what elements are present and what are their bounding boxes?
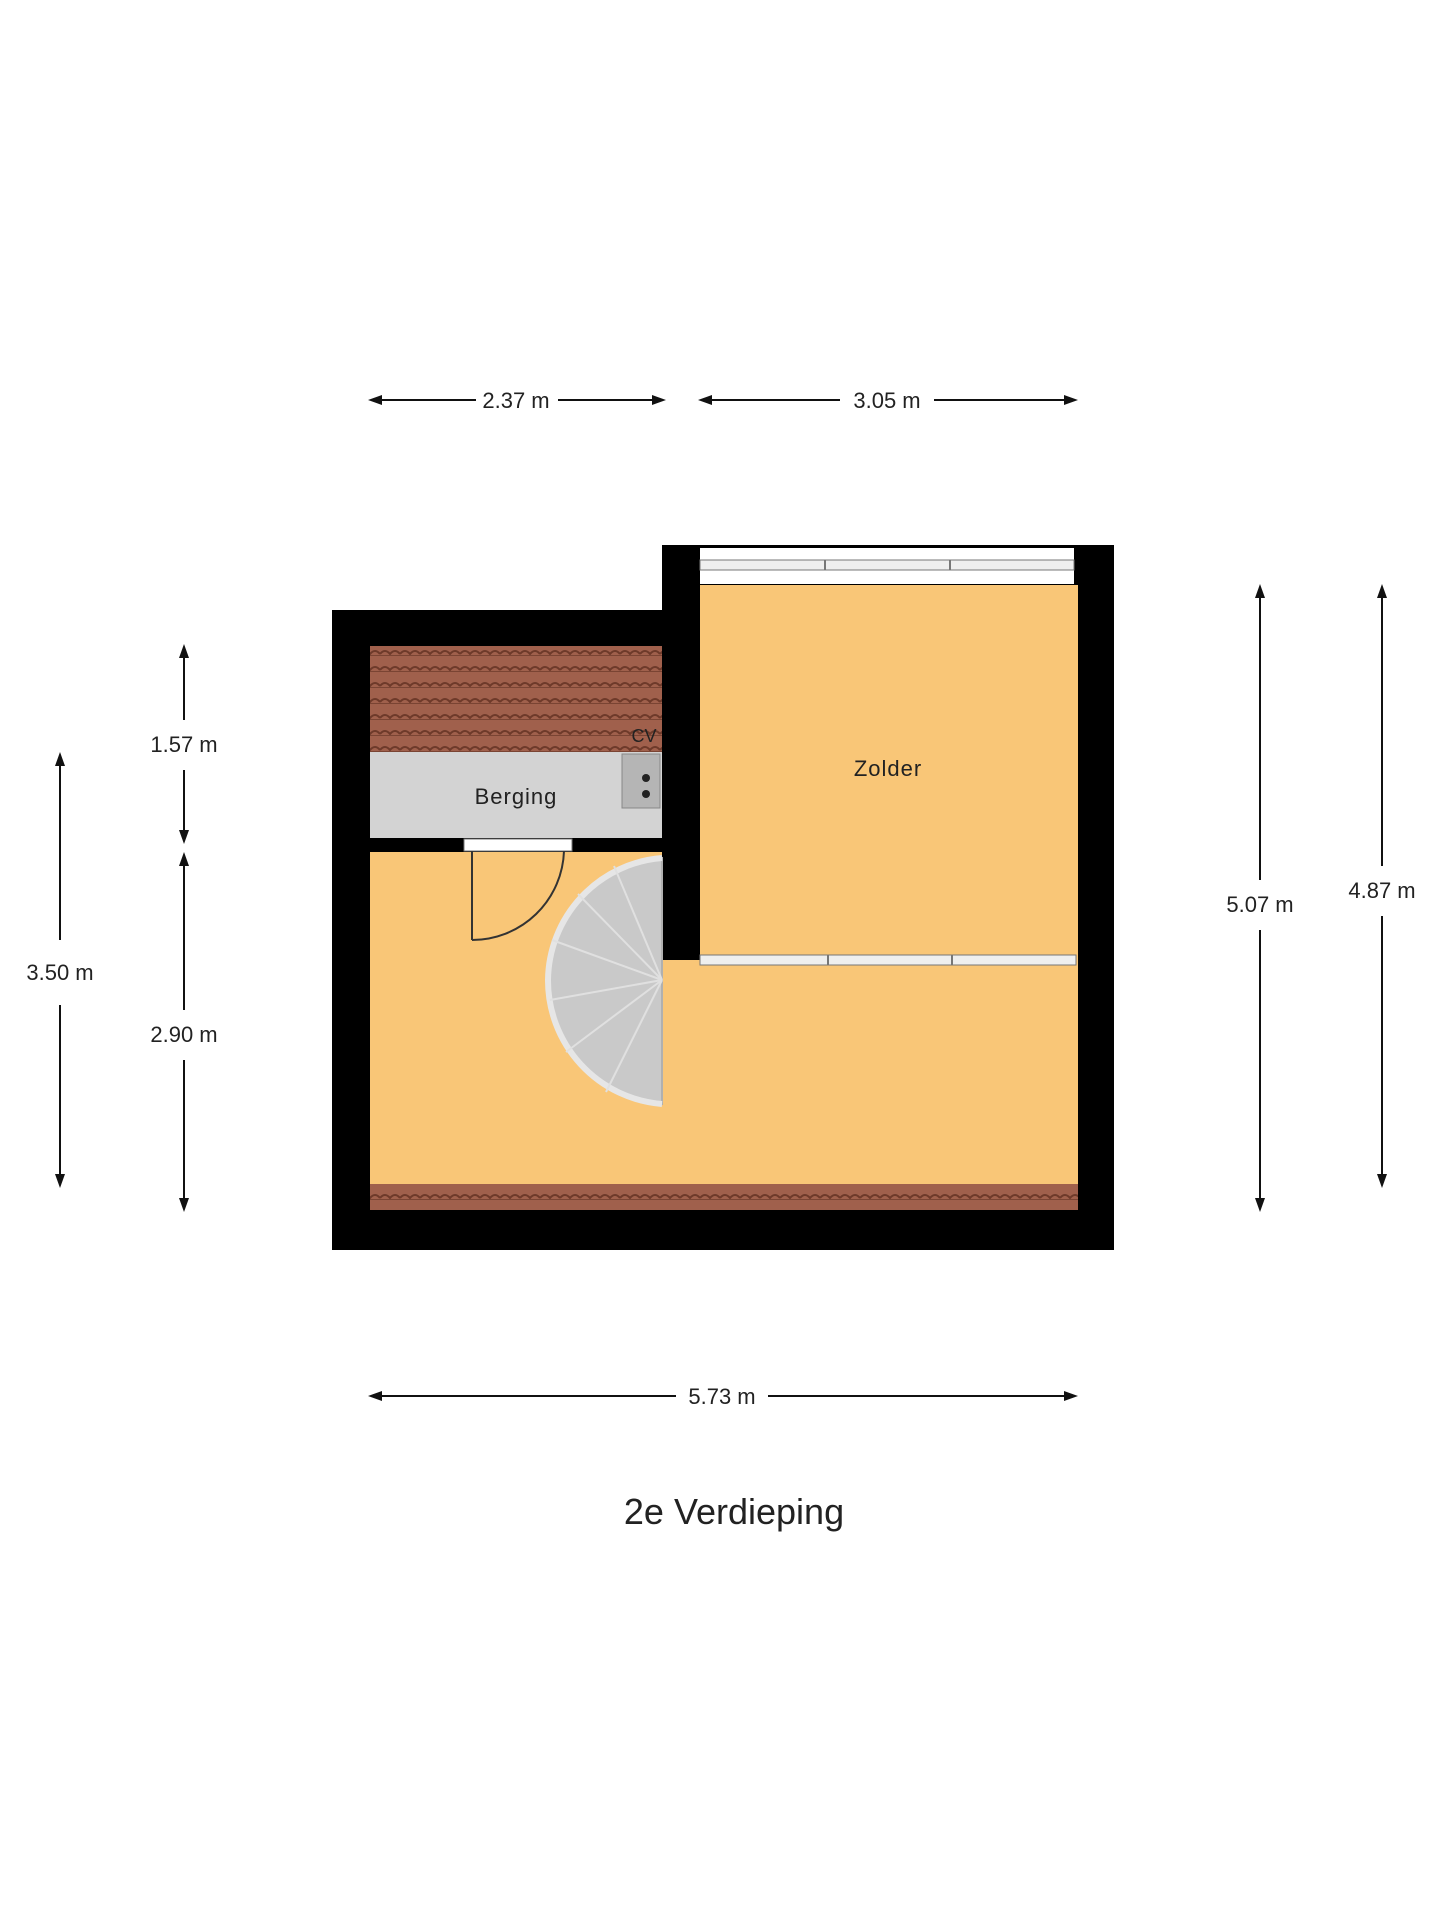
dim-label-bottom: 5.73 m [688,1384,755,1409]
door[interactable] [463,838,573,941]
dim-label-left-outer: 3.50 m [26,960,93,985]
cv-label: CV [631,726,656,746]
dim-left-upper [179,644,189,844]
dim-left-lower [179,852,189,1212]
dim-label-top-left: 2.37 m [482,388,549,413]
room-label-berging: Berging [475,784,558,809]
dim-top-right [698,395,1078,405]
dim-label-right-outer: 4.87 m [1348,878,1415,903]
dim-right-inner [1255,584,1265,1212]
floor-title: 2e Verdieping [624,1491,844,1532]
cv-unit [621,753,661,809]
room-label-zolder: Zolder [854,756,922,781]
storage-room [370,752,662,838]
roof-tiles-bottom [370,1184,1078,1210]
dim-left-outer [55,752,65,1188]
dim-bottom [368,1391,1078,1401]
landing-floor [370,852,1078,1184]
dim-top-left [368,395,666,405]
inner-wall [662,545,700,960]
attic-floor [700,585,1078,960]
dim-label-right-inner: 5.07 m [1226,892,1293,917]
dim-label-top-right: 3.05 m [853,388,920,413]
dim-label-left-upper: 1.57 m [150,732,217,757]
dim-right-outer [1377,584,1387,1188]
window-middle [699,954,1077,966]
spiral-staircase[interactable] [544,855,663,1107]
dim-label-left-lower: 2.90 m [150,1022,217,1047]
window-top [699,548,1075,584]
roof-tiles-top [370,646,662,752]
